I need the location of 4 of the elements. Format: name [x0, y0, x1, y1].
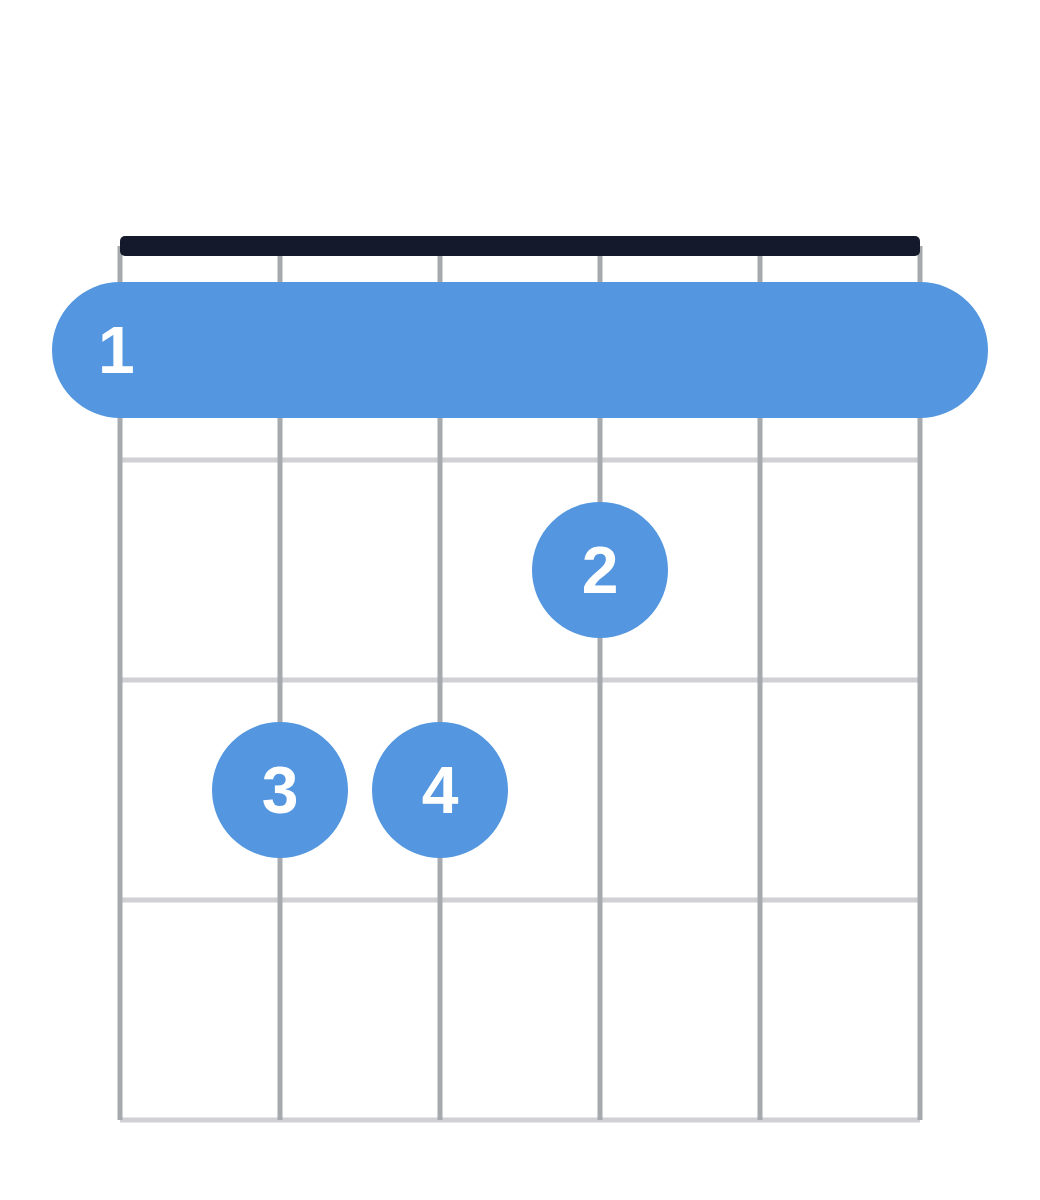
finger-dot: 3	[212, 722, 348, 858]
finger-dot: 4	[372, 722, 508, 858]
finger-dot: 2	[532, 502, 668, 638]
barre-bar: 1	[52, 282, 988, 418]
